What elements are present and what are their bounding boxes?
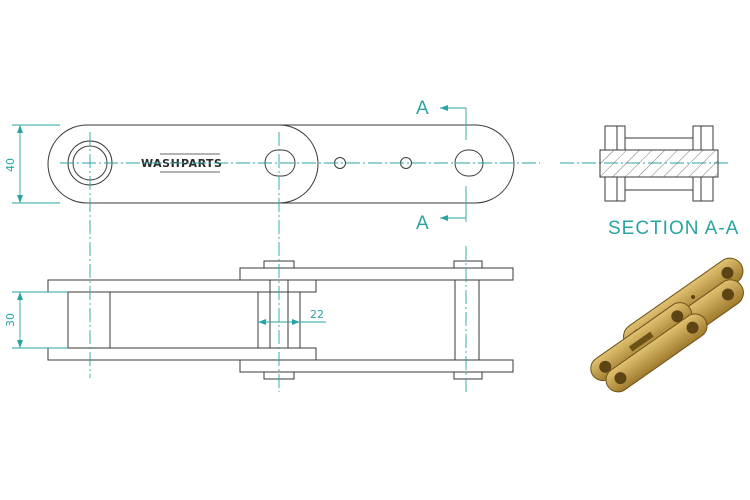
chain-render-icon bbox=[590, 257, 744, 393]
side-view bbox=[47, 260, 514, 380]
section-marker-top: A bbox=[416, 98, 430, 119]
section-plate-upper-left-inner bbox=[616, 125, 626, 151]
side-right-top-plate bbox=[239, 267, 514, 281]
brand-text-wash: WASH bbox=[141, 157, 180, 170]
section-plate-upper-right-inner bbox=[692, 125, 702, 151]
section-a-a-view: SECTION A-A bbox=[599, 125, 739, 239]
plate-height-label: 40 bbox=[4, 158, 17, 172]
section-marker-bottom: A bbox=[416, 213, 430, 234]
side-left-top-plate bbox=[47, 279, 317, 293]
section-cut-markers: A A bbox=[416, 98, 467, 234]
section-pin-hatched bbox=[599, 149, 719, 178]
side-right-bottom-plate bbox=[239, 359, 514, 373]
left-link-plate bbox=[47, 124, 319, 204]
side-right-pin bbox=[454, 279, 480, 361]
top-view: WASH PARTS bbox=[47, 124, 730, 204]
brand-text-parts: PARTS bbox=[181, 157, 222, 170]
section-plate-lower-right-inner bbox=[692, 176, 702, 202]
brand-logo: WASH PARTS bbox=[141, 153, 222, 173]
section-plate-lower-left-inner bbox=[616, 176, 626, 202]
link-width-dimension: 30 bbox=[4, 291, 68, 349]
link-width-label: 30 bbox=[4, 313, 17, 327]
section-title: SECTION A-A bbox=[608, 218, 739, 239]
side-left-bottom-plate bbox=[47, 347, 317, 361]
section-plate-upper-right bbox=[700, 125, 714, 151]
side-left-bushing bbox=[67, 291, 111, 349]
section-plate-lower-right bbox=[700, 176, 714, 202]
section-plate-lower-left bbox=[604, 176, 618, 202]
side-right-pin-head-bottom bbox=[453, 371, 483, 380]
side-right-pin-head-top bbox=[453, 260, 483, 269]
pin-diameter-dimension: 22 bbox=[258, 308, 326, 325]
section-plate-upper-left bbox=[604, 125, 618, 151]
pin-diameter-label: 22 bbox=[310, 308, 324, 321]
plate-height-dimension: 40 bbox=[4, 124, 60, 204]
